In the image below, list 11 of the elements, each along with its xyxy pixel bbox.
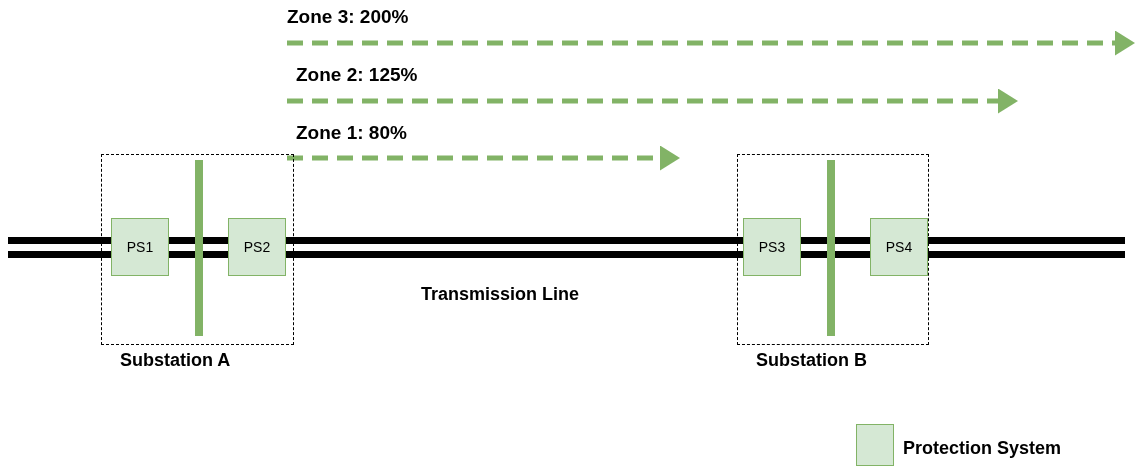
protection-system-box: PS3 (743, 218, 801, 276)
zone-label: Zone 2: 125% (296, 64, 418, 86)
protection-system-box: PS4 (870, 218, 928, 276)
substation-label: Substation A (120, 350, 231, 371)
substation-label: Substation B (756, 350, 867, 371)
protection-system-box: PS2 (228, 218, 286, 276)
line-label: Transmission Line (421, 284, 580, 305)
legend-label: Protection System (903, 438, 1062, 459)
zone-label: Zone 1: 80% (296, 122, 407, 144)
zone-label: Zone 3: 200% (287, 6, 409, 28)
protection-system-box: PS1 (111, 218, 169, 276)
